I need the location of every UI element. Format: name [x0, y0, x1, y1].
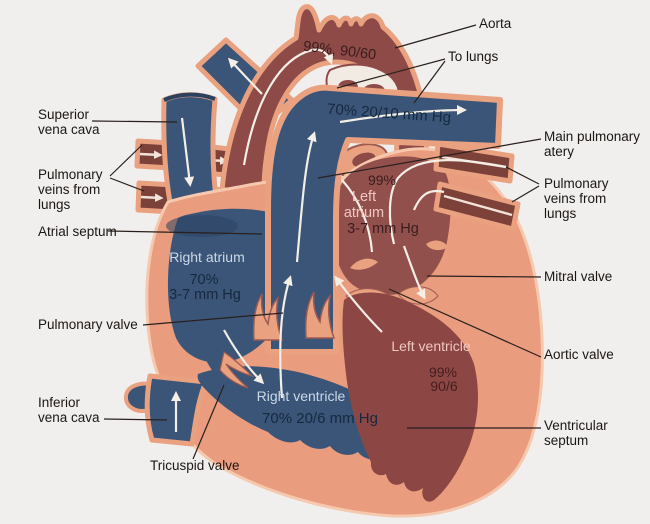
- left-ventricle-shape: [342, 292, 478, 502]
- right-atrium-pressure: 3-7 mm Hg: [169, 287, 241, 303]
- label-tricuspid-valve: Tricuspid valve: [150, 458, 240, 473]
- left-ventricle-pressure: 90/6: [430, 378, 458, 394]
- right-atrium-name: Right atrium: [169, 249, 245, 265]
- label-aorta: Aorta: [479, 16, 512, 31]
- right-atrium-saturation: 70%: [189, 272, 219, 288]
- left-atrium-name: Left atrium: [343, 189, 385, 221]
- label-mitral-valve: Mitral valve: [544, 269, 613, 284]
- label-pulmonary-valve: Pulmonary valve: [38, 317, 138, 332]
- label-to-lungs: To lungs: [448, 49, 499, 64]
- pulmonary-trunk-shape: [265, 84, 503, 355]
- label-inferior-vena-cava: Inferior vena cava: [38, 395, 100, 426]
- label-leader-lines: [91, 24, 542, 460]
- left-atrium-saturation: 99%: [367, 172, 397, 188]
- label-atrial-septum: Atrial septum: [38, 224, 117, 239]
- label-ventricular-septum: Ventricular septum: [544, 418, 608, 449]
- right-ventricle-stats: 70% 20/6 mm Hg: [262, 410, 378, 427]
- aorta-shape: [219, 4, 429, 193]
- label-aortic-valve: Aortic valve: [544, 347, 614, 362]
- left-ventricle-saturation: 99%: [428, 364, 458, 380]
- pulmonary-valve-shape: [252, 291, 336, 341]
- tricuspid-valve-shape: [219, 350, 255, 389]
- left-ventricle-name: Left ventricle: [391, 338, 471, 354]
- label-pulmonary-veins-left: Pulmonary veins from lungs: [38, 167, 103, 213]
- label-superior-vena-cava: Superior vena cava: [38, 107, 100, 138]
- superior-vena-cava-shape: [161, 92, 221, 215]
- left-atrium-pressure: 3-7 mm Hg: [347, 221, 419, 237]
- label-pulmonary-veins-right: Pulmonary veins from lungs: [544, 176, 609, 222]
- label-main-pulmonary-artery: Main pulmonary atery: [544, 129, 641, 160]
- blood-flow-arrows: [170, 48, 507, 432]
- right-ventricle-name: Right ventricle: [256, 388, 346, 404]
